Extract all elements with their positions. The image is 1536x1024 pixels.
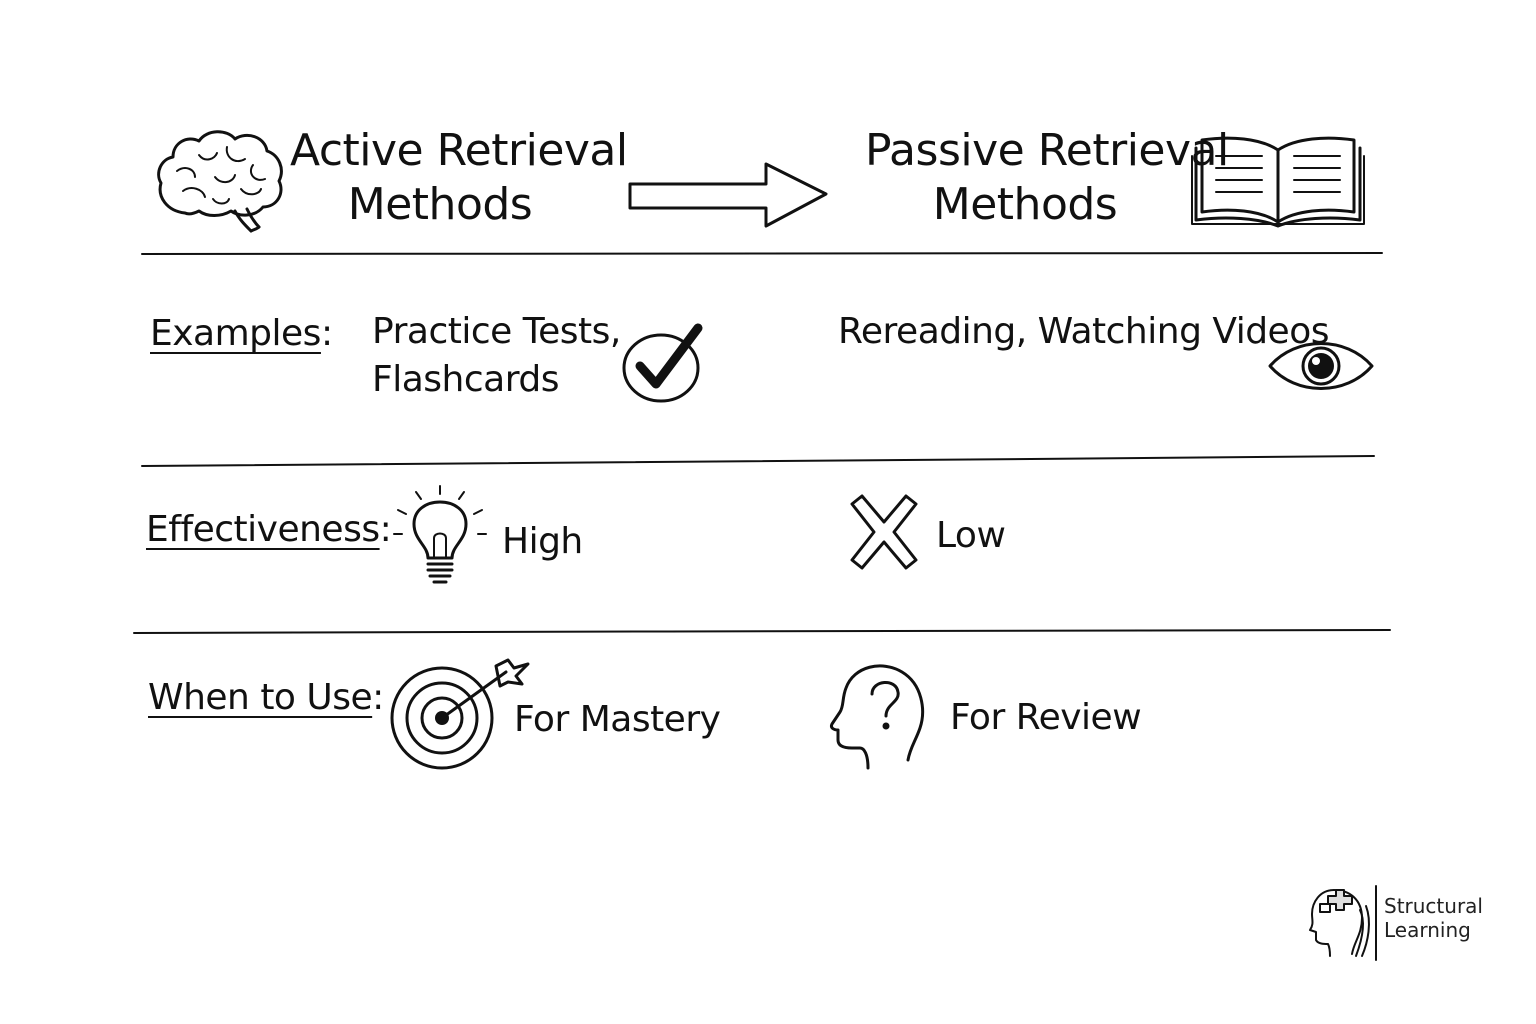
lightbulb-icon xyxy=(393,485,487,584)
active-title-line-2: Methods xyxy=(347,179,533,230)
active-examples-line-2: Flashcards xyxy=(372,359,559,400)
eye-icon xyxy=(1268,342,1374,390)
when-to-use-label: When to Use xyxy=(148,677,373,718)
active-title-line-1: Active Retrieval xyxy=(290,125,628,176)
passive-examples-cell: Rereading, Watching Videos xyxy=(838,311,1329,352)
check-circle-icon xyxy=(622,323,703,403)
passive-when-cell: For Review xyxy=(950,697,1142,738)
target-icon xyxy=(390,658,530,770)
passive-title-line-2: Methods xyxy=(932,179,1118,230)
active-examples-cell: Practice Tests, Flashcards xyxy=(372,308,621,404)
x-mark-icon xyxy=(850,494,918,570)
row-label-examples: Examples: xyxy=(150,312,333,356)
effectiveness-label: Effectiveness xyxy=(146,509,380,550)
active-effectiveness-cell: High xyxy=(502,521,583,562)
row-divider xyxy=(141,455,1375,467)
passive-title-line-1: Passive Retrieval xyxy=(865,125,1229,176)
question-head-icon xyxy=(830,664,924,770)
passive-column-title: Passive Retrieval Methods xyxy=(865,124,1229,232)
row-divider xyxy=(133,629,1391,634)
brand-line-2: Learning xyxy=(1384,918,1471,942)
arrow-right-icon xyxy=(628,162,828,228)
brand-name: Structural Learning xyxy=(1384,894,1483,942)
brain-icon xyxy=(157,130,283,233)
brand-line-1: Structural xyxy=(1384,894,1483,918)
label-colon: : xyxy=(379,509,392,550)
row-label-effectiveness: Effectiveness: xyxy=(146,508,392,552)
open-book-icon xyxy=(1191,136,1365,228)
active-when-cell: For Mastery xyxy=(514,699,721,740)
active-examples-line-1: Practice Tests, xyxy=(372,311,621,352)
structural-learning-logo-icon xyxy=(1309,885,1377,961)
label-colon: : xyxy=(372,677,384,718)
row-label-when-to-use: When to Use: xyxy=(148,676,384,720)
label-colon: : xyxy=(320,313,333,354)
active-column-title: Active Retrieval Methods xyxy=(290,124,628,232)
examples-label: Examples xyxy=(150,313,321,354)
passive-effectiveness-cell: Low xyxy=(936,515,1006,556)
row-divider xyxy=(141,251,1383,255)
